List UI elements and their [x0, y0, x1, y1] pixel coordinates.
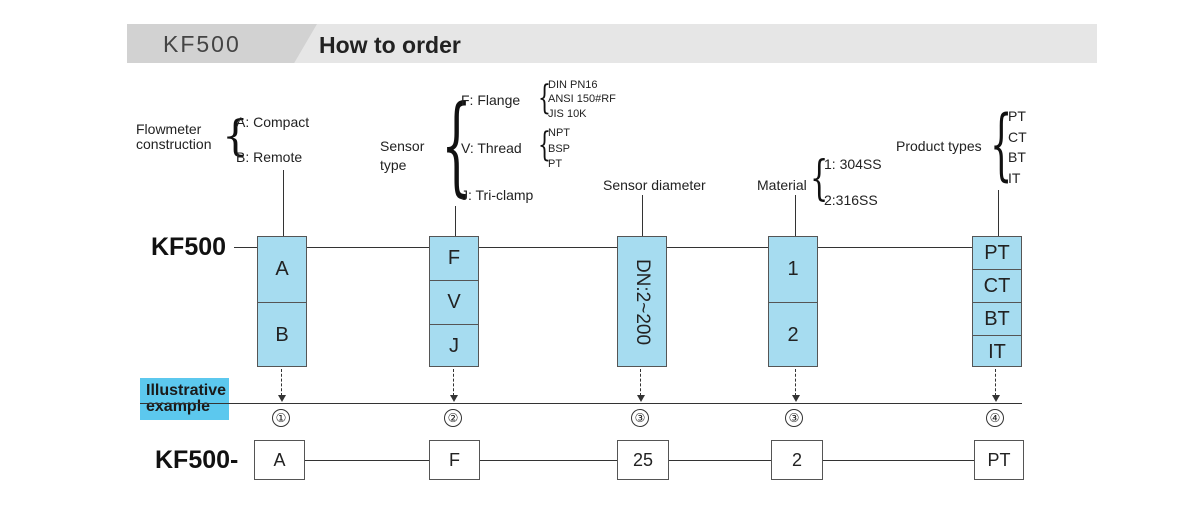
- sensor-option-triclamp: J: Tri-clamp: [461, 187, 534, 203]
- code-cell-v: V: [430, 280, 478, 324]
- connector-diameter: [642, 195, 643, 236]
- code-cell-1: 1: [787, 258, 799, 280]
- sensor-type-label-line1: Sensor: [380, 138, 425, 154]
- construction-brace: {: [222, 111, 249, 160]
- illustrative-line1: Illustrative: [146, 382, 227, 399]
- arrow-1: [278, 395, 286, 402]
- code-cell-a: A: [275, 258, 289, 280]
- product-code-column: PT CT BT IT: [972, 236, 1022, 367]
- sensor-option-flange: F: Flange: [461, 92, 521, 108]
- material-label: Material: [757, 177, 807, 193]
- arrow-3: [637, 395, 645, 402]
- sensor-option-thread: V: Thread: [461, 140, 522, 156]
- product-label: Product types: [896, 138, 982, 154]
- flange-sub-ansi: ANSI 150#RF: [548, 93, 616, 105]
- illustrative-badge: [140, 378, 229, 420]
- illustrative-badge-text: Illustrative example: [146, 383, 226, 415]
- construction-option-b: B: Remote: [236, 149, 303, 165]
- step-circle-2: ②: [444, 409, 462, 427]
- code-cell-ct: CT: [973, 269, 1021, 302]
- construction-label-line2: construction: [136, 136, 212, 152]
- example-box-construction: A: [254, 440, 305, 480]
- product-option-it: IT: [1008, 170, 1021, 186]
- illustrative-line2: example: [146, 398, 211, 415]
- thread-brace: {: [538, 125, 551, 165]
- code-cell-b: B: [258, 302, 306, 367]
- flange-sub-jis: JIS 10K: [548, 108, 587, 120]
- example-box-product: PT: [974, 440, 1024, 480]
- product-option-bt: BT: [1008, 149, 1026, 165]
- connector-material: [795, 195, 796, 236]
- step-circle-1: ①: [272, 409, 290, 427]
- example-separator-line: [140, 403, 1022, 404]
- connector-product: [998, 190, 999, 236]
- model-label: KF500: [151, 233, 227, 261]
- example-box-sensor-type: F: [429, 440, 480, 480]
- sensor-type-label-line2: type: [380, 157, 407, 173]
- step-circle-4: ④: [986, 409, 1004, 427]
- example-model-label: KF500-: [155, 446, 239, 474]
- dash-3: [640, 369, 641, 396]
- diameter-label: Sensor diameter: [603, 177, 706, 193]
- connector-sensor-type: [455, 206, 456, 236]
- header-model-tab: [127, 24, 317, 63]
- material-brace: {: [810, 150, 829, 206]
- arrow-2: [450, 395, 458, 402]
- code-cell-it: IT: [973, 335, 1021, 368]
- material-code-column: 1 2: [768, 236, 818, 367]
- flange-brace: {: [538, 78, 551, 118]
- example-box-diameter: 25: [617, 440, 669, 480]
- construction-option-a: A: Compact: [236, 114, 310, 130]
- dash-1: [281, 369, 282, 396]
- product-option-pt: PT: [1008, 108, 1026, 124]
- header-model: KF500: [163, 31, 241, 57]
- product-brace: {: [990, 100, 1013, 190]
- code-cell-pt: PT: [984, 241, 1010, 264]
- thread-sub-pt: PT: [548, 158, 563, 170]
- flange-sub-din: DIN PN16: [548, 79, 598, 91]
- sensor-type-brace: {: [441, 83, 472, 208]
- code-cell-j: J: [430, 324, 478, 368]
- code-cell-diameter: DN:2~200: [632, 258, 653, 345]
- dash-4: [795, 369, 796, 396]
- code-cell-bt: BT: [973, 302, 1021, 335]
- step-circle-3b: ③: [785, 409, 803, 427]
- code-cell-f: F: [447, 247, 461, 269]
- material-option-1: 1: 304SS: [824, 156, 882, 172]
- example-box-material: 2: [771, 440, 823, 480]
- connector-construction: [283, 170, 284, 236]
- step-circle-3a: ③: [631, 409, 649, 427]
- dash-5: [995, 369, 996, 396]
- product-option-ct: CT: [1008, 129, 1027, 145]
- code-cell-2: 2: [769, 302, 817, 367]
- arrow-5: [992, 395, 1000, 402]
- arrow-4: [792, 395, 800, 402]
- thread-sub-npt: NPT: [548, 127, 570, 139]
- diameter-code-column: DN:2~200: [617, 236, 667, 367]
- dash-2: [453, 369, 454, 396]
- header-title: How to order: [319, 32, 461, 58]
- construction-label-line1: Flowmeter: [136, 121, 202, 137]
- material-option-2: 2:316SS: [824, 192, 878, 208]
- sensor-type-code-column: F V J: [429, 236, 479, 367]
- construction-code-column: A B: [257, 236, 307, 367]
- thread-sub-bsp: BSP: [548, 143, 571, 155]
